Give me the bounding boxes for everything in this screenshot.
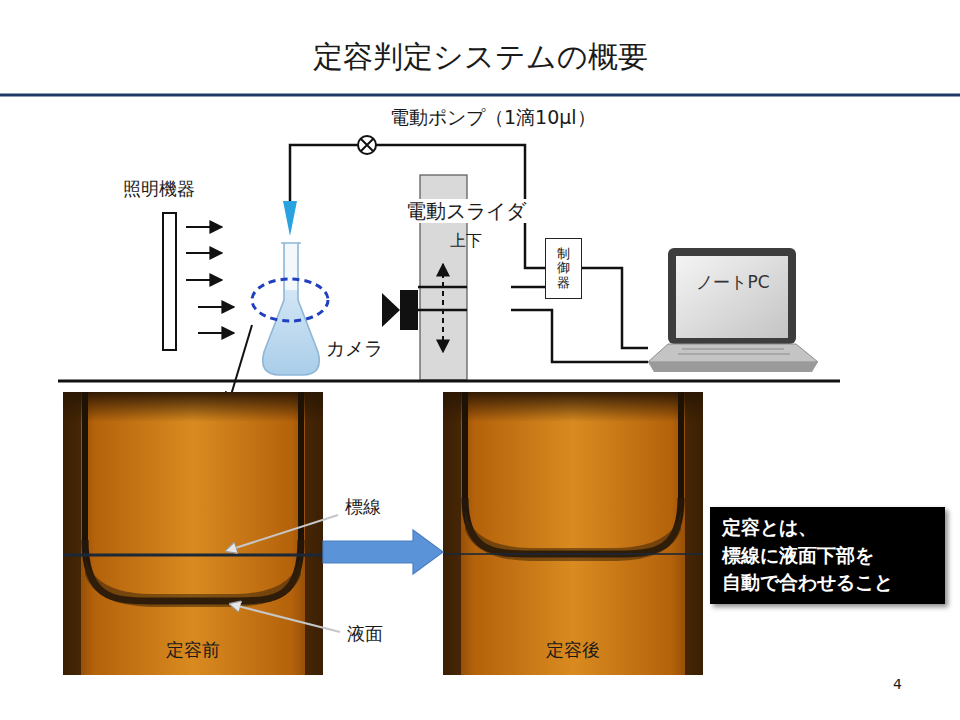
camera-cable [418, 287, 467, 310]
mark-label: 標線 [345, 496, 381, 518]
flask-neck-air [285, 244, 297, 290]
cable [511, 310, 648, 362]
laptop-keyboard [648, 344, 818, 362]
pump-tube [290, 145, 545, 268]
mark-line [443, 553, 703, 555]
light-ray [186, 226, 222, 228]
laptop-base [648, 362, 818, 372]
camera-body [400, 290, 418, 330]
pump-symbol [358, 136, 376, 154]
laptop-screen [676, 256, 788, 338]
flask [263, 243, 320, 375]
laptop-bezel [668, 248, 796, 344]
node-text: 電動スライダ [403, 199, 529, 223]
light-panel [163, 213, 176, 350]
block-arrow [323, 530, 443, 574]
title-rule [0, 94, 960, 97]
node-subtext: 上下 [420, 231, 511, 251]
slide-title: 定容判定システムの概要 [0, 38, 960, 76]
laptop: ノートPC [648, 248, 818, 374]
light-ray [198, 306, 234, 308]
node-text: 定容後 [546, 639, 600, 661]
light-label: 照明機器 [123, 178, 195, 200]
focus-ellipse [252, 279, 328, 321]
glass-wall [685, 392, 703, 675]
leader-line [226, 515, 338, 551]
photo-shade [63, 392, 323, 422]
glass-wall [443, 392, 461, 675]
camera-label: カメラ [326, 337, 383, 360]
node-text: 定容前 [166, 639, 220, 661]
pump-label: 電動ポンプ（1滴10μl） [390, 106, 596, 129]
surface-label: 液面 [347, 623, 383, 645]
controller-box: 制御器 [545, 238, 582, 299]
light-ray [186, 279, 222, 281]
photo-before-image [63, 392, 323, 675]
photo-before: 定容前 [63, 392, 323, 675]
dropper-tip [283, 201, 297, 236]
cable [511, 286, 545, 289]
node-text: 定容とは、 標線に液面下部を 自動で合わせること [722, 514, 933, 597]
light-rays [186, 227, 234, 333]
meniscus-shadow [85, 555, 301, 607]
inner-wall [85, 392, 301, 545]
laptop-keys [678, 349, 790, 354]
glass-wall [63, 392, 81, 675]
light-ray [186, 252, 222, 254]
mark-line [63, 554, 323, 557]
pump-cross [361, 139, 373, 151]
leader-line [230, 604, 340, 632]
cable [582, 268, 648, 348]
up-down-arrow [442, 264, 444, 352]
photo-after-image [443, 392, 703, 675]
node-text: ノートPC [648, 272, 818, 292]
glass-wall [305, 392, 323, 675]
page-number: 4 [893, 676, 902, 693]
camera-lens [382, 293, 400, 327]
light-ray [198, 332, 234, 334]
photo-after: 定容後 [443, 392, 703, 675]
inner-wall [465, 392, 681, 505]
definition-box: 定容とは、 標線に液面下部を 自動で合わせること [710, 507, 945, 604]
bench-line [58, 380, 840, 383]
slider-box: 電動スライダ上下 [420, 175, 511, 380]
node-text: 制御器 [557, 247, 570, 290]
photo-shade [443, 392, 703, 422]
